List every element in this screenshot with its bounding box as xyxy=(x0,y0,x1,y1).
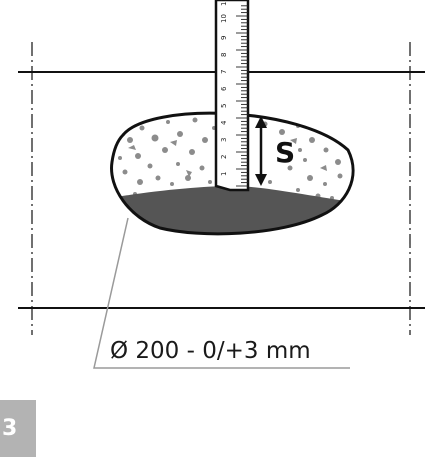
ruler-number: 2 xyxy=(220,155,228,159)
dimension-leader-line xyxy=(93,217,350,369)
ruler-number: 8 xyxy=(220,53,228,57)
ruler-number: 9 xyxy=(220,36,228,40)
measuring-ruler: 1 2 3 4 5 6 7 8 9 10 11 xyxy=(214,0,250,192)
pit-outline xyxy=(110,111,355,236)
diameter-label: Ø 200 - 0/+3 mm xyxy=(110,338,311,364)
ruler-number: 7 xyxy=(220,70,228,74)
ruler-number: 3 xyxy=(220,138,228,142)
centerline-guides xyxy=(31,42,411,335)
soil-bottom xyxy=(111,186,354,234)
gravel-texture xyxy=(118,117,343,214)
depth-label: S xyxy=(275,136,295,169)
ruler-numbers: 1 2 3 4 5 6 7 8 9 10 11 xyxy=(220,0,228,176)
step-badge: 3 xyxy=(0,400,36,457)
ruler-number: 4 xyxy=(220,120,228,125)
depth-arrow xyxy=(255,116,267,186)
ruler-number: 5 xyxy=(220,104,228,108)
ruler-number: 11 xyxy=(220,0,228,6)
ruler-number: 6 xyxy=(220,86,228,91)
ruler-number: 1 xyxy=(220,172,228,176)
ruler-number: 10 xyxy=(220,14,228,23)
ruler-ticks xyxy=(236,5,248,187)
